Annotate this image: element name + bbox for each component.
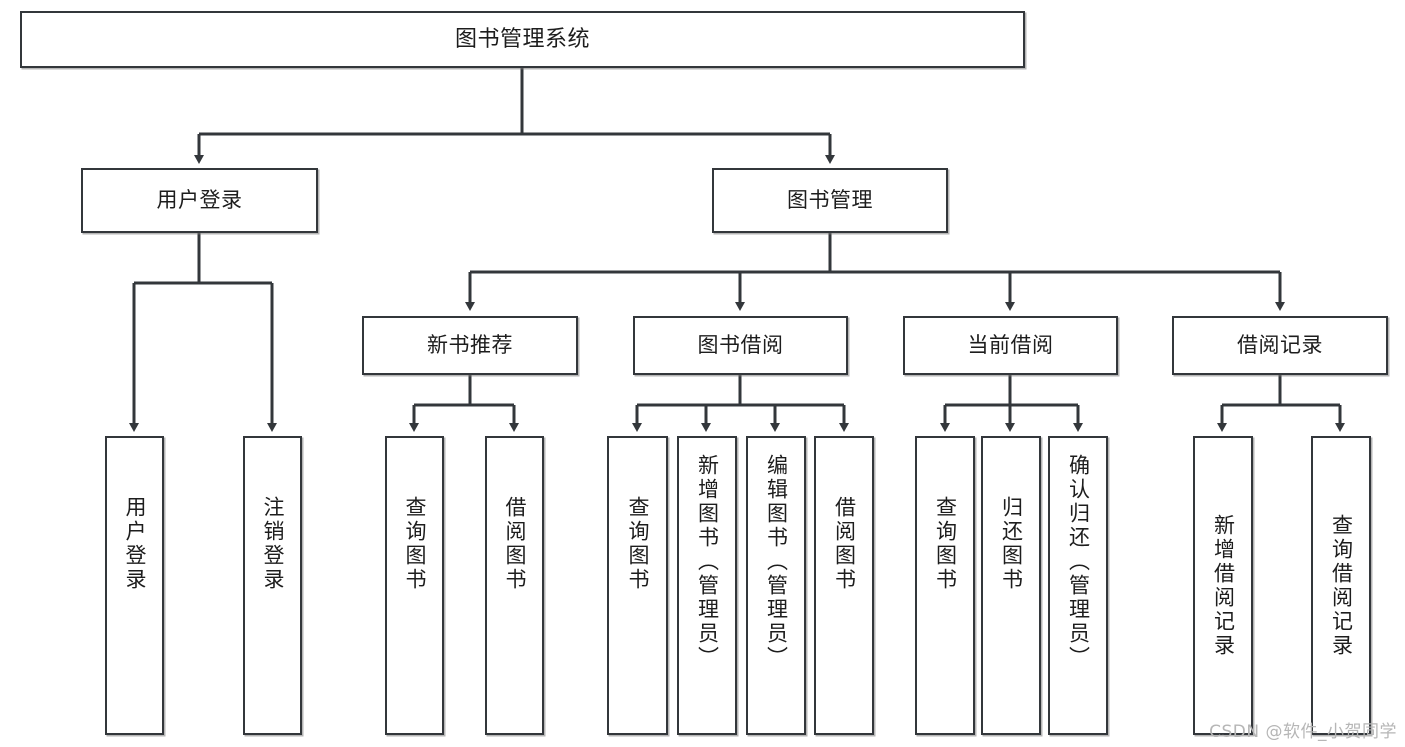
node-leaf-logout-label: 注销登录 (261, 496, 285, 592)
node-leaf-borrow-book-2[interactable]: 借阅图书 (814, 436, 874, 735)
node-leaf-user-login[interactable]: 用户登录 (105, 436, 164, 735)
node-leaf-add-record-label: 新增借阅记录 (1211, 514, 1236, 658)
node-leaf-add-book-label: 新增图书（管理员） (695, 454, 720, 670)
node-leaf-return-book-label: 归还图书 (999, 496, 1024, 592)
node-leaf-query-record[interactable]: 查询借阅记录 (1311, 436, 1371, 735)
node-book-management-label: 图书管理 (787, 188, 873, 213)
node-leaf-user-login-label: 用户登录 (123, 496, 147, 592)
node-book-borrow[interactable]: 图书借阅 (633, 316, 848, 375)
node-leaf-borrow-book-1-label: 借阅图书 (503, 496, 527, 592)
node-leaf-query-book-3-label: 查询图书 (933, 496, 958, 592)
node-leaf-borrow-book-2-label: 借阅图书 (832, 496, 857, 592)
node-current-borrow[interactable]: 当前借阅 (903, 316, 1118, 375)
node-book-borrow-label: 图书借阅 (697, 333, 784, 358)
node-borrow-record-label: 借阅记录 (1237, 333, 1323, 358)
node-leaf-query-book-1[interactable]: 查询图书 (385, 436, 444, 735)
node-user-login-label: 用户登录 (156, 188, 243, 213)
node-new-book-recommend-label: 新书推荐 (427, 333, 513, 358)
node-root[interactable]: 图书管理系统 (20, 11, 1025, 68)
node-leaf-query-book-2[interactable]: 查询图书 (607, 436, 668, 735)
node-root-label: 图书管理系统 (454, 26, 590, 52)
node-leaf-edit-book-label: 编辑图书（管理员） (764, 454, 789, 670)
node-leaf-query-record-label: 查询借阅记录 (1329, 514, 1354, 658)
node-leaf-query-book-3[interactable]: 查询图书 (915, 436, 975, 735)
node-leaf-confirm-return-label: 确认归还（管理员） (1066, 454, 1091, 670)
node-leaf-logout[interactable]: 注销登录 (243, 436, 302, 735)
node-book-management[interactable]: 图书管理 (712, 168, 948, 233)
node-leaf-confirm-return[interactable]: 确认归还（管理员） (1048, 436, 1108, 735)
node-leaf-add-book[interactable]: 新增图书（管理员） (677, 436, 737, 735)
node-leaf-return-book[interactable]: 归还图书 (981, 436, 1041, 735)
node-user-login[interactable]: 用户登录 (81, 168, 318, 233)
node-leaf-borrow-book-1[interactable]: 借阅图书 (485, 436, 544, 735)
node-leaf-query-book-1-label: 查询图书 (403, 496, 427, 592)
node-new-book-recommend[interactable]: 新书推荐 (362, 316, 578, 375)
node-borrow-record[interactable]: 借阅记录 (1172, 316, 1388, 375)
node-current-borrow-label: 当前借阅 (967, 333, 1054, 358)
node-leaf-add-record[interactable]: 新增借阅记录 (1193, 436, 1253, 735)
watermark: CSDN @软件_小贺同学 (1209, 722, 1397, 742)
node-leaf-edit-book[interactable]: 编辑图书（管理员） (746, 436, 806, 735)
node-leaf-query-book-2-label: 查询图书 (626, 496, 650, 592)
